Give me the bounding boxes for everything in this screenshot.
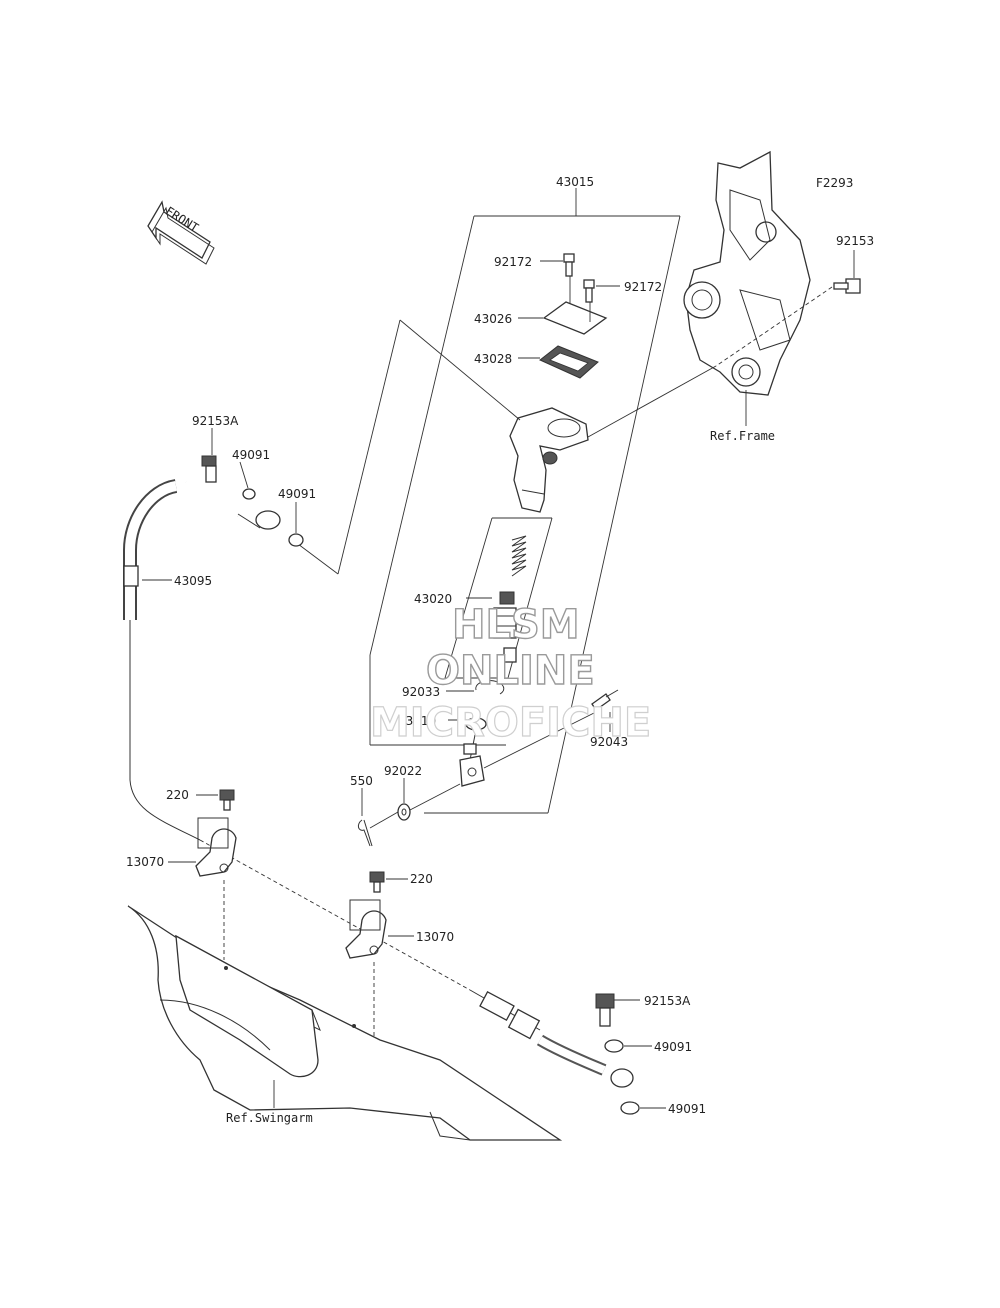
master-cylinder-body	[509, 407, 589, 513]
bolt-92153	[833, 278, 861, 294]
part-49091-a: 49091	[232, 448, 270, 462]
watermark-line1: HLSM	[452, 602, 580, 648]
figure-code: F2293	[816, 176, 853, 190]
part-43015: 43015	[556, 175, 594, 189]
part-92153A-top: 92153A	[192, 414, 239, 428]
part-220-b: 220	[410, 872, 433, 886]
watermark: HLSM ONLINE MICROFICHE	[369, 601, 651, 746]
part-550: 550	[350, 774, 373, 788]
bolt-92172-a	[563, 253, 575, 277]
ref-frame-label: Ref.Frame	[710, 429, 775, 443]
part-13070-a: 13070	[126, 855, 164, 869]
push-rod-43010	[459, 717, 487, 787]
banjo-bolt-92153A-bottom	[595, 993, 615, 1027]
brake-hose-43095	[123, 479, 541, 1031]
swingarm	[127, 905, 563, 1141]
watermark-line3: MICROFICHE	[370, 700, 651, 746]
hose-clamp-13070-b	[345, 899, 387, 959]
part-13070-b: 13070	[416, 930, 454, 944]
washer-49091-b	[288, 533, 304, 547]
watermark-line2: ONLINE	[426, 648, 595, 694]
part-220-a: 220	[166, 788, 189, 802]
circlip-92033	[475, 680, 505, 695]
part-43020: 43020	[414, 592, 452, 606]
part-92153A-bottom: 92153A	[644, 994, 691, 1008]
frame-bracket	[683, 150, 811, 396]
part-49091-b: 49091	[278, 487, 316, 501]
spring	[511, 535, 527, 577]
bolt-220-b	[369, 871, 385, 893]
piston	[493, 591, 517, 663]
brake-hose-lower-end	[479, 991, 634, 1088]
ref-swingarm-label: Ref.Swingarm	[226, 1111, 313, 1125]
hose-clamp-13070-a	[195, 817, 237, 877]
part-49091-c: 49091	[654, 1040, 692, 1054]
bolt-92172-b	[583, 279, 595, 303]
part-43010: 43010	[398, 714, 436, 728]
part-92172-b: 92172	[624, 280, 662, 294]
front-arrow-icon: FRONT	[147, 200, 215, 265]
part-92172-a: 92172	[494, 255, 532, 269]
cotter-pin-550	[357, 819, 373, 847]
washer-49091-d	[620, 1101, 640, 1115]
washer-92022	[397, 803, 411, 821]
part-92022: 92022	[384, 764, 422, 778]
bolt-220-a	[219, 789, 235, 811]
washer-49091-a	[242, 488, 256, 500]
diaphragm-43028	[539, 345, 599, 379]
part-43026: 43026	[474, 312, 512, 326]
part-92043: 92043	[590, 735, 628, 749]
part-92153: 92153	[836, 234, 874, 248]
reservoir-cap-43026	[542, 276, 608, 335]
pin-92043	[591, 689, 619, 711]
washer-49091-c	[604, 1039, 624, 1053]
part-43028: 43028	[474, 352, 512, 366]
part-49091-d: 49091	[668, 1102, 706, 1116]
banjo-bolt-92153A-top	[201, 455, 217, 483]
assembly-bracket-43015	[369, 188, 681, 814]
part-43095: 43095	[174, 574, 212, 588]
part-92033: 92033	[402, 685, 440, 699]
